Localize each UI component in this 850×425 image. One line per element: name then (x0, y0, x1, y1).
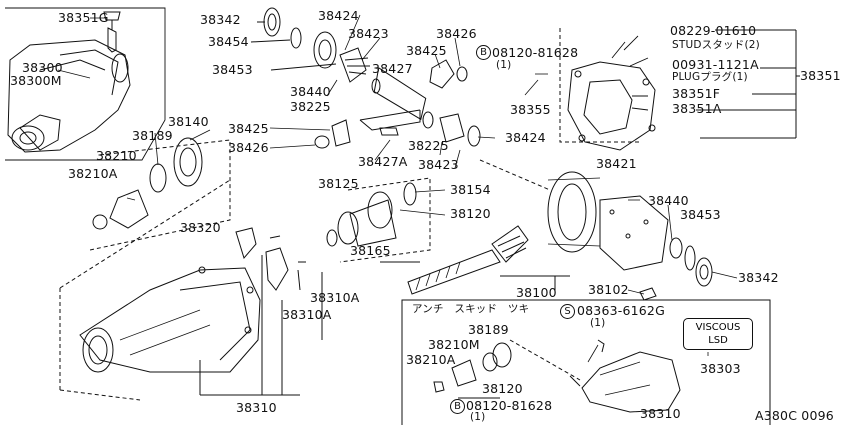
bolt-08363-6162G-label: 08363-6162G (577, 303, 665, 318)
part-38351G-label: 38351G (58, 10, 109, 25)
rear-cover-illustration (559, 28, 800, 151)
part-38154-label: 38154 (450, 182, 491, 197)
part-38140-label: 38140 (168, 114, 209, 129)
part-38125-label: 38125 (318, 176, 359, 191)
bolt-badge-b-bottom: B (450, 399, 465, 414)
part-38424-mid-label: 38424 (505, 130, 546, 145)
part-38102-label: 38102 (588, 282, 629, 297)
part-38440-mid-label: 38440 (648, 193, 689, 208)
bolt-08120-81628-top-label: 08120-81628 (492, 45, 579, 60)
part-38425-mid-label: 38425 (228, 121, 269, 136)
part-38421-label: 38421 (596, 156, 637, 171)
leader-lines (57, 14, 738, 363)
part-38423-mid-label: 38423 (418, 157, 459, 172)
plug-desc-label: PLUGプラグ(1) (672, 71, 748, 83)
part-38454-label: 38454 (208, 34, 249, 49)
part-38440-top-label: 38440 (290, 84, 331, 99)
part-38189-top-label: 38189 (132, 128, 173, 143)
part-38310-main-label: 38310 (236, 400, 277, 415)
part-38424-top-label: 38424 (318, 8, 359, 23)
viscous-line2: LSD (708, 335, 728, 346)
part-38351A-label: 38351A (672, 101, 722, 116)
bolt-qty-bottom-label: (1) (470, 411, 486, 423)
part-38300M-label: 38300M (10, 73, 62, 88)
part-38310-box-label: 38310 (640, 406, 681, 421)
part-38426-mid-label: 38426 (228, 140, 269, 155)
part-38426-top-label: 38426 (436, 26, 477, 41)
part-38189-box-label: 38189 (468, 322, 509, 337)
ring-gear-and-case (479, 159, 713, 301)
part-38342-mid-label: 38342 (738, 270, 779, 285)
part-38351F-label: 38351F (672, 86, 721, 101)
viscous-line1: VISCOUS (695, 322, 741, 333)
diagram-code-label: A380C 0096 (755, 408, 834, 423)
part-38427-label: 38427 (372, 61, 413, 76)
part-38300-label: 38300 (22, 60, 63, 75)
part-38320-label: 38320 (180, 220, 221, 235)
part-38351-label: 38351 (800, 68, 841, 83)
part-38427A-label: 38427A (358, 154, 408, 169)
part-38310A-label-2: 38310A (282, 307, 332, 322)
upper-gear-train (250, 7, 481, 149)
pinion-bearing-cluster (326, 177, 431, 263)
part-38355-label: 38355 (510, 102, 551, 117)
bolt-qty-top-label: (1) (496, 59, 512, 71)
part-38210A-top-label: 38210A (68, 166, 118, 181)
bolt-qty-s-label: (1) (590, 317, 606, 329)
anti-skid-inset (401, 299, 771, 425)
bolt-badge-s: S (560, 304, 575, 319)
carrier-assembly-illustration (5, 7, 166, 161)
stud-desc-label: STUDスタッド(2) (672, 39, 760, 51)
bolt-08120-81628-bottom-label: 08120-81628 (466, 398, 553, 413)
differential-housing-illustration (59, 179, 323, 401)
pinion-shaft-illustration (407, 225, 529, 295)
part-38453-top-label: 38453 (212, 62, 253, 77)
plug-part-label: 00931-1121A (672, 57, 759, 72)
part-38453-mid-label: 38453 (680, 207, 721, 222)
part-38210A-box-label: 38210A (406, 352, 456, 367)
part-38225-mid-label: 38225 (408, 138, 449, 153)
part-38342-top-label: 38342 (200, 12, 241, 27)
stud-part-label: 08229-01610 (670, 23, 757, 38)
part-38120-top-label: 38120 (450, 206, 491, 221)
viscous-lsd-box: VISCOUS LSD (683, 318, 753, 350)
inset-caption: アンチ スキッド ツキ (412, 303, 530, 315)
part-38225-top-label: 38225 (290, 99, 331, 114)
part-38310A-label-1: 38310A (310, 290, 360, 305)
bolt-badge-b-top: B (476, 45, 491, 60)
part-38303-label: 38303 (700, 361, 741, 376)
part-38425-top-label: 38425 (406, 43, 447, 58)
part-38120-box-label: 38120 (482, 381, 523, 396)
part-38100-label: 38100 (516, 285, 557, 300)
part-38210M-label: 38210M (428, 337, 480, 352)
part-38165-label: 38165 (350, 243, 391, 258)
part-38210-label: 38210 (96, 148, 137, 163)
part-38423-top-label: 38423 (348, 26, 389, 41)
